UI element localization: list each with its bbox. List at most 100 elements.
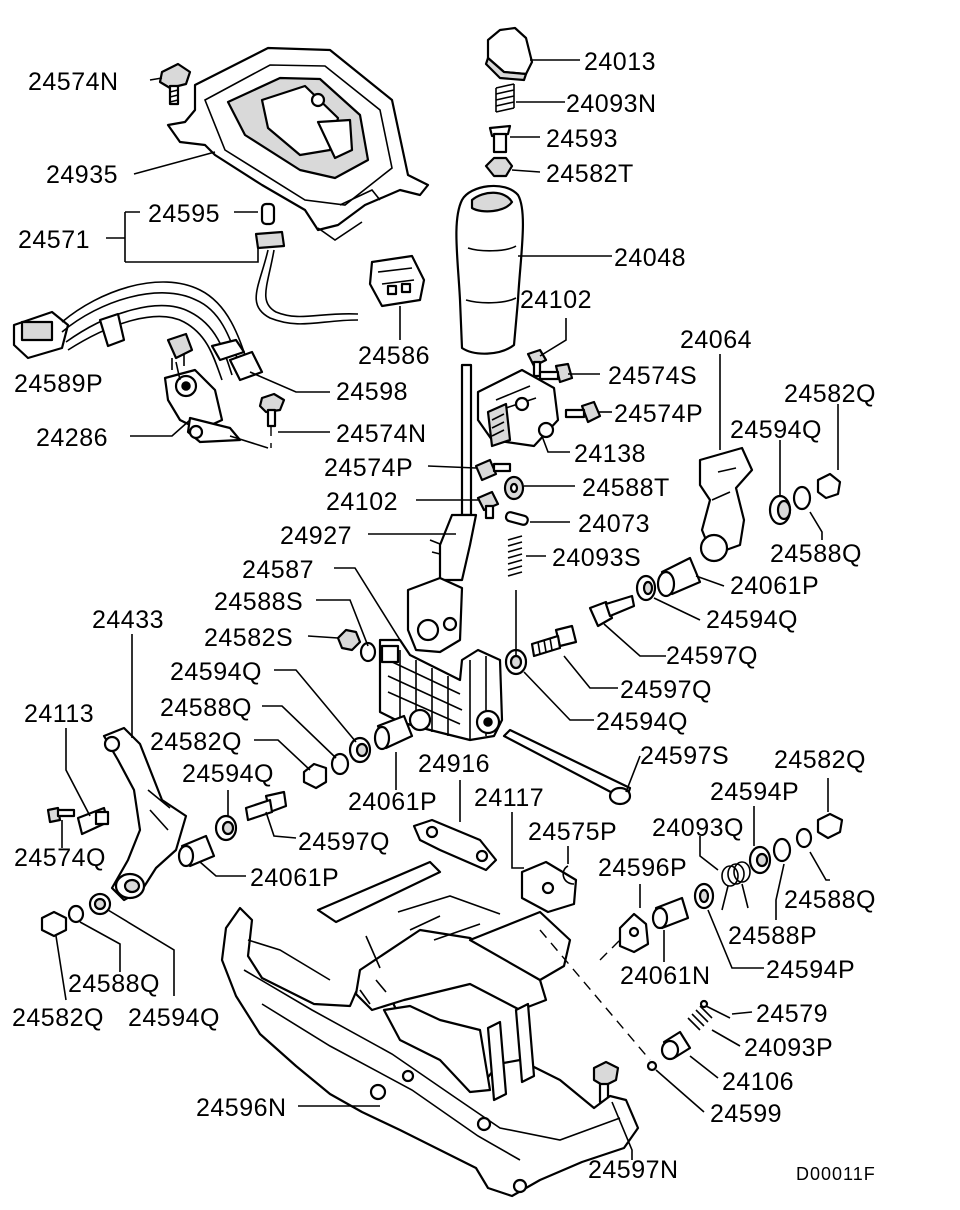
- part-24093S-spring: [507, 535, 523, 577]
- part-24588Q-washer-d: [67, 904, 85, 924]
- label-24597N: 24597N: [588, 1156, 679, 1184]
- part-24582Q-nut-c: [816, 812, 844, 840]
- label-24588S: 24588S: [214, 588, 303, 616]
- label-24102-a: 24102: [520, 286, 592, 314]
- part-24073-pin: [504, 511, 529, 526]
- label-24935: 24935: [46, 161, 118, 189]
- part-24117-bracket: [520, 860, 578, 914]
- label-24048: 24048: [614, 244, 686, 272]
- label-24582Q-d: 24582Q: [12, 1004, 104, 1032]
- label-24093P: 24093P: [744, 1034, 833, 1062]
- label-24594Q-c: 24594Q: [596, 708, 688, 736]
- part-24587-base-bracket: [378, 638, 504, 742]
- part-24106-cap: [660, 1030, 692, 1061]
- label-24597Q-c: 24597Q: [298, 828, 390, 856]
- part-24588T-washer: [503, 475, 525, 501]
- label-24587: 24587: [242, 556, 314, 584]
- label-24138: 24138: [574, 440, 646, 468]
- part-24598-wiring-harness: [12, 281, 264, 382]
- part-24597Q-bolt-c: [244, 790, 288, 822]
- label-24597Q-b: 24597Q: [620, 676, 712, 704]
- part-24594P-bushing-b: [693, 882, 715, 910]
- part-24582Q-nut-a: [816, 472, 842, 500]
- part-24064-plate: [698, 446, 754, 563]
- part-24597Q-bolt-a: [588, 594, 636, 628]
- part-24093P-spring: [687, 1005, 713, 1031]
- label-24595: 24595: [148, 200, 220, 228]
- label-24927: 24927: [280, 522, 352, 550]
- label-24061P-a: 24061P: [730, 572, 819, 600]
- part-24013-knob-button: [484, 26, 534, 82]
- label-24588Q-d: 24588Q: [68, 970, 160, 998]
- part-24597S-rod: [502, 728, 632, 806]
- label-24117: 24117: [474, 784, 544, 812]
- part-24588S-washer: [359, 641, 377, 663]
- label-24574P-b: 24574P: [324, 454, 413, 482]
- label-24571: 24571: [18, 226, 90, 254]
- part-24594Q-bushing-b: [635, 574, 657, 602]
- label-24574Q: 24574Q: [14, 844, 106, 872]
- label-24594Q-a: 24594Q: [730, 416, 822, 444]
- label-24582Q-b: 24582Q: [150, 728, 242, 756]
- part-24582Q-nut-d: [40, 910, 68, 938]
- part-24571-lamp-harness: [254, 202, 426, 325]
- part-24594Q-bushing-a: [768, 494, 792, 526]
- label-24574S: 24574S: [608, 362, 697, 390]
- part-24574S-screw: [538, 362, 574, 384]
- part-24579-pin: [699, 999, 731, 1019]
- label-24093S: 24093S: [552, 544, 641, 572]
- label-24588Q-a: 24588Q: [770, 540, 862, 568]
- label-24596N: 24596N: [196, 1094, 287, 1122]
- label-24593: 24593: [546, 125, 618, 153]
- part-24093Q-spring: [721, 861, 751, 911]
- part-24574Q-screw: [46, 806, 76, 824]
- label-24594Q-b: 24594Q: [706, 606, 798, 634]
- part-24594Q-bushing-e: [214, 814, 238, 842]
- part-24574P-screw-b: [474, 458, 512, 482]
- label-24588Q-c: 24588Q: [784, 886, 876, 914]
- label-24596P: 24596P: [598, 854, 687, 882]
- label-24598: 24598: [336, 378, 408, 406]
- part-24061P-sleeve-c: [177, 834, 216, 868]
- part-24113-switch: [76, 806, 110, 836]
- label-24594Q-d: 24594Q: [170, 658, 262, 686]
- part-24594Q-bushing-d: [348, 736, 372, 764]
- part-24138-detent-bracket: [476, 368, 560, 448]
- part-24574N-screw-b: [258, 392, 286, 448]
- part-24596N-base-assembly: [220, 860, 640, 1198]
- part-labels: 24574N 24935 24595 24571 24586 24589P 24…: [12, 48, 876, 1184]
- part-24599-ball: [646, 1060, 658, 1072]
- label-24597S: 24597S: [640, 742, 729, 770]
- part-24597Q-bolt-b: [530, 624, 578, 658]
- label-24574N-a: 24574N: [28, 68, 119, 96]
- label-24286: 24286: [36, 424, 108, 452]
- part-24593-pin: [488, 124, 512, 154]
- label-24574P-a: 24574P: [614, 400, 703, 428]
- label-24599: 24599: [710, 1100, 782, 1128]
- label-24594Q-f: 24594Q: [128, 1004, 220, 1032]
- part-24588P-washer: [772, 837, 792, 863]
- label-24574N-b: 24574N: [336, 420, 427, 448]
- label-24582Q-c: 24582Q: [774, 746, 866, 774]
- label-24588T: 24588T: [582, 474, 670, 502]
- part-24048-shift-knob: [455, 184, 525, 355]
- part-24916-link: [412, 818, 498, 872]
- part-24061N-sleeve: [651, 896, 690, 930]
- label-24061N: 24061N: [620, 962, 711, 990]
- part-24574P-screw-a: [564, 400, 602, 424]
- label-24597Q-a: 24597Q: [666, 642, 758, 670]
- part-24574N-screw-a: [158, 62, 192, 106]
- label-24594P-b: 24594P: [766, 956, 855, 984]
- part-24575P-clip: [562, 865, 575, 885]
- part-24588Q-washer-b: [330, 752, 350, 776]
- label-24588Q-b: 24588Q: [160, 694, 252, 722]
- part-24286-switch: [163, 368, 269, 449]
- part-24588Q-washer-a: [792, 485, 812, 511]
- label-24579: 24579: [756, 1000, 828, 1028]
- part-24589P-clip: [166, 332, 194, 370]
- part-24061P-sleeve-b: [373, 714, 414, 751]
- part-24594Q-bushing-f: [88, 892, 112, 916]
- label-24594P-a: 24594P: [710, 778, 799, 806]
- part-24102-screw-a: [526, 348, 548, 378]
